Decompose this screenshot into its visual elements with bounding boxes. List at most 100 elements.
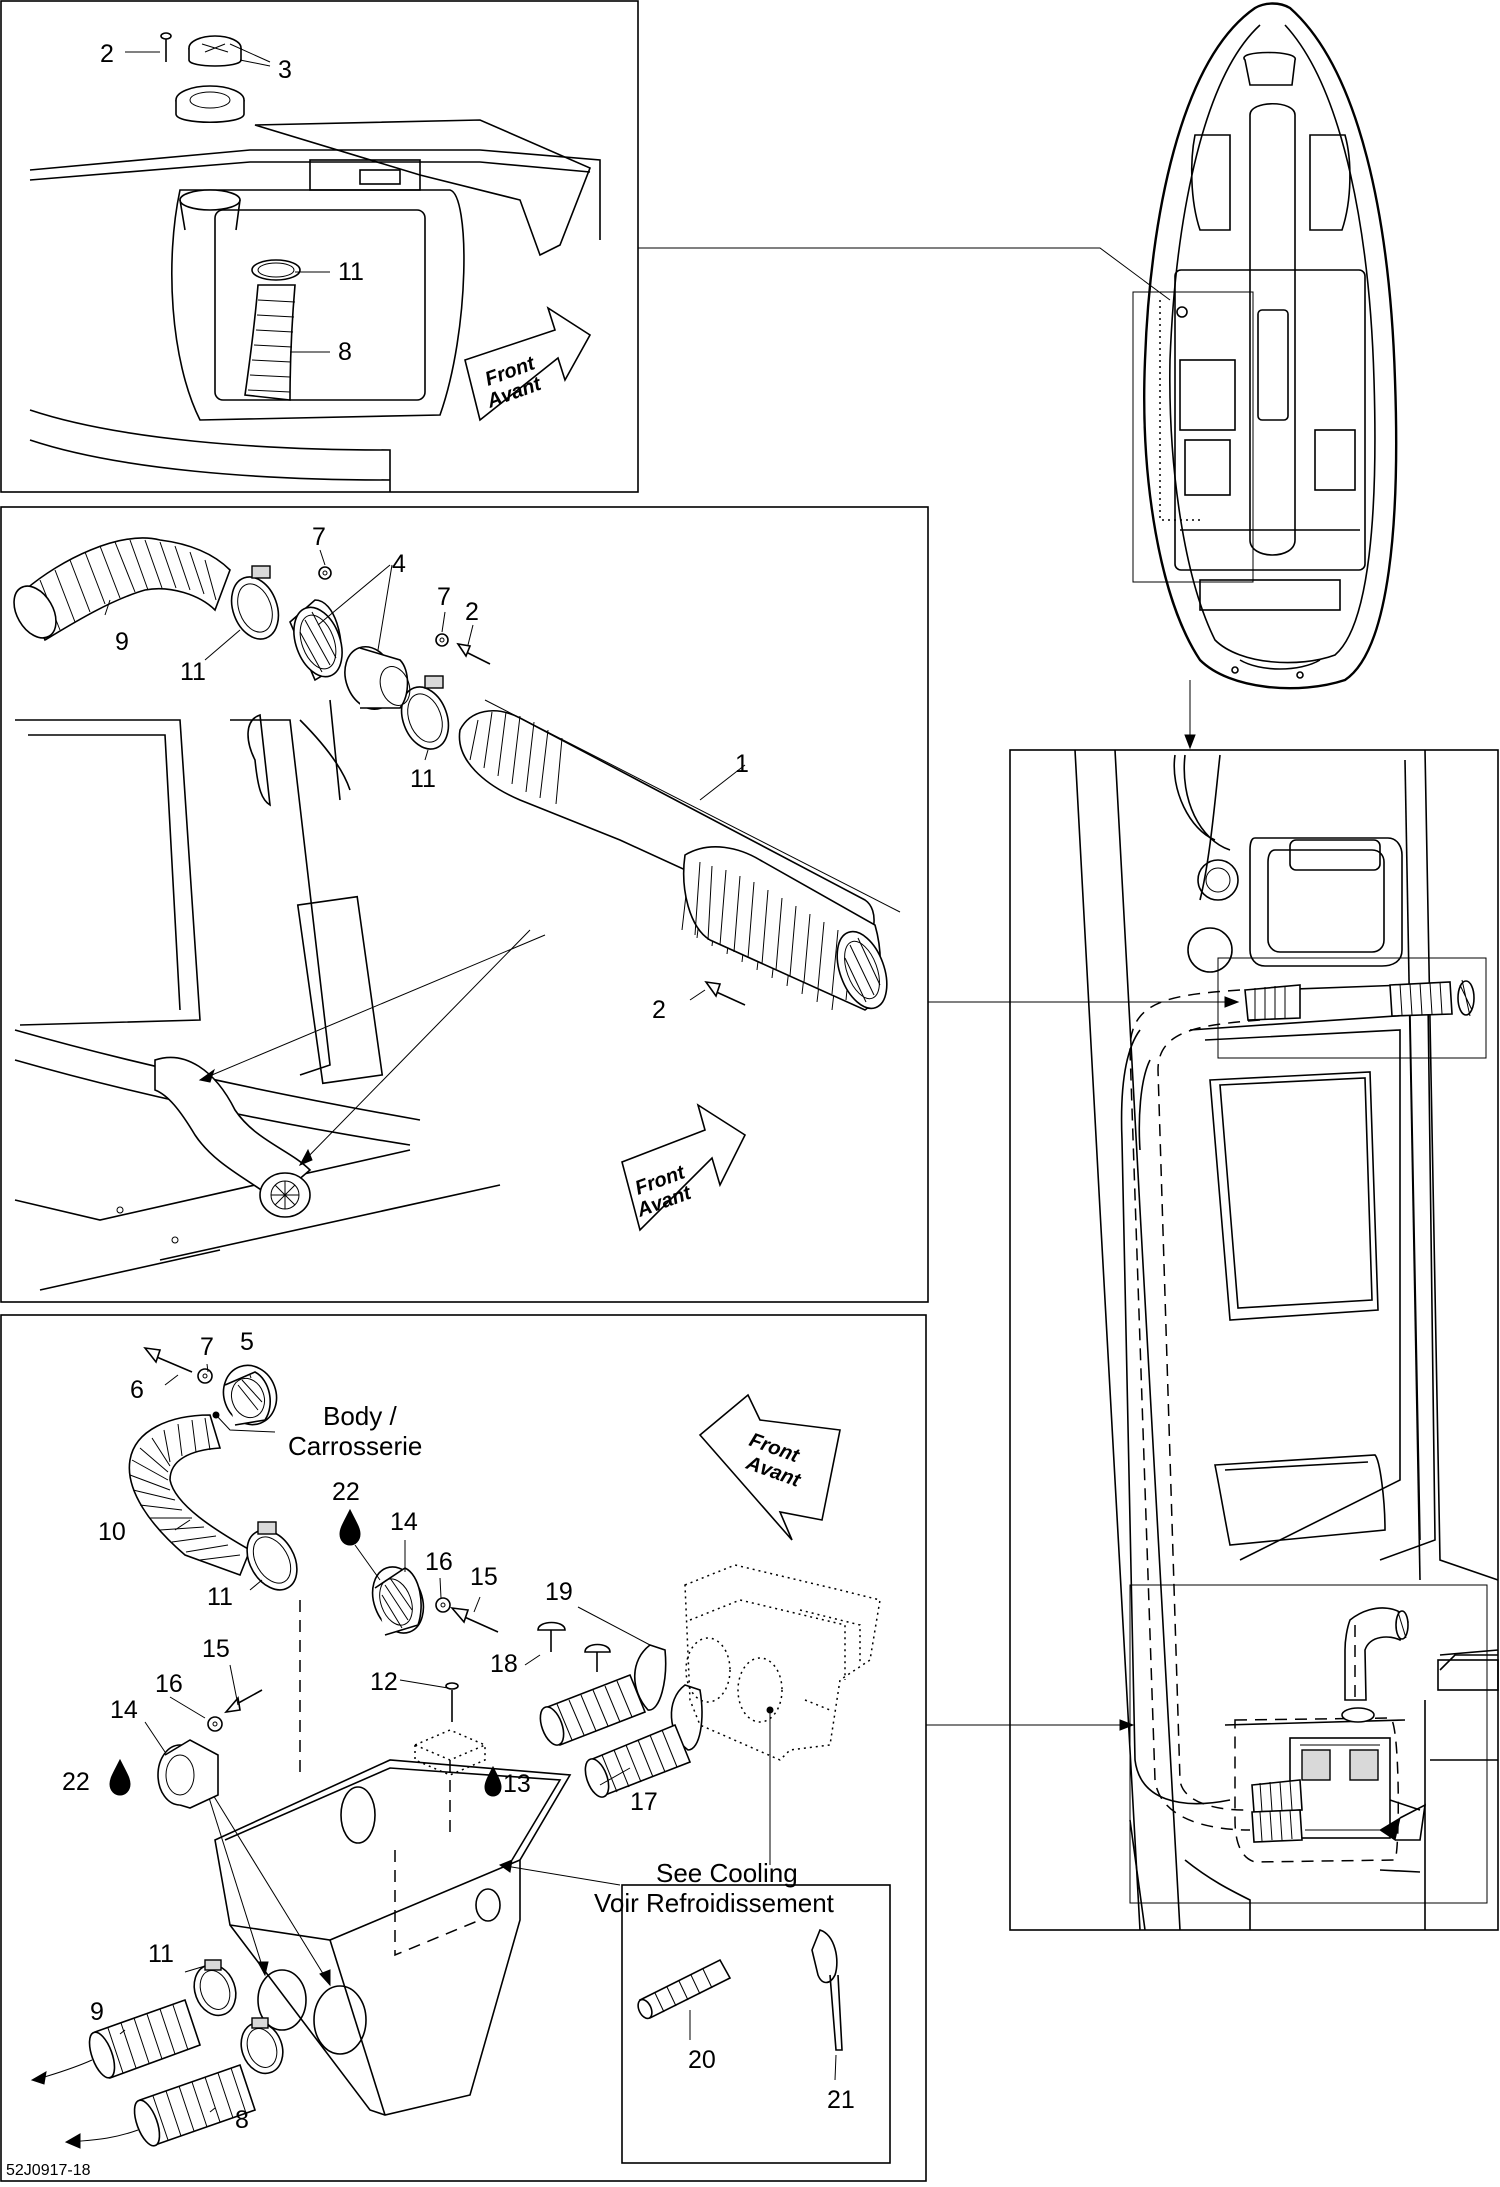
note-body-line2: Carrosserie [288, 1431, 422, 1461]
note-cooling-line2: Voir Refroidissement [594, 1888, 835, 1918]
callout-11-bot-b: 11 [148, 1940, 174, 1968]
panel-middle [0, 506, 929, 1303]
rivet-18-a [537, 1621, 566, 1652]
clamp-11-b [400, 675, 450, 750]
hose-9-bottom [88, 1998, 202, 2080]
callout-11-top: 11 [338, 258, 364, 286]
connector-middle-arrow [1224, 996, 1240, 1008]
callout-16-bot-b: 16 [155, 1670, 183, 1698]
callout-8-bot: 8 [235, 2106, 249, 2134]
vent-5 [222, 1364, 278, 1426]
clamp-11-a [230, 565, 280, 640]
callout-1-mid: 1 [735, 750, 749, 778]
screw-15-b [224, 1689, 263, 1714]
callout-22-bot-b: 22 [62, 1768, 90, 1796]
clamp-11-bottom-b [193, 1959, 237, 2017]
callout-2-mid-a: 2 [465, 598, 479, 626]
screw-12 [445, 1682, 459, 1722]
drop-icon-22-b [109, 1758, 131, 1796]
parts-inset-box [621, 1884, 891, 2164]
callout-2-mid-b: 2 [652, 996, 666, 1024]
callout-9-bot: 9 [90, 1998, 104, 2026]
cable-tie-21 [811, 1929, 843, 2051]
notes: Body / Carrosserie See Cooling Voir Refr… [288, 1401, 835, 1918]
watercraft-top-view [1132, 2, 1398, 690]
cable-tie-19-b [670, 1684, 703, 1751]
callout-21-bot: 21 [827, 2086, 855, 2114]
panel-2-artwork [13, 537, 901, 1291]
note-body-line1: Body / [323, 1401, 397, 1431]
hose-8-top [244, 259, 301, 401]
elbow-duct [154, 1056, 312, 1218]
callout-5-bot: 5 [240, 1328, 254, 1356]
vent-4-a [289, 599, 343, 682]
callout-20-bot: 20 [688, 2046, 716, 2074]
callout-14-bot-a: 14 [390, 1508, 418, 1536]
cooling-unit-outline [684, 1564, 881, 1865]
clamp-11-bottom-c [240, 2017, 284, 2075]
front-arrow-2 [621, 1103, 747, 1232]
connector-lines [638, 247, 1240, 1731]
washer-16-a [435, 1597, 451, 1613]
washer-7-a [318, 566, 332, 580]
washer-7-bottom [197, 1368, 213, 1384]
screw-2-top [160, 32, 172, 62]
callout-13-bot: 13 [503, 1770, 531, 1798]
callout-19-bot: 19 [545, 1578, 573, 1606]
panel-top-left [0, 0, 639, 493]
callout-11-bot-a: 11 [207, 1583, 233, 1611]
callout-15-bot-a: 15 [470, 1563, 498, 1591]
callout-9-mid: 9 [115, 628, 129, 656]
vent-4-b [344, 646, 411, 710]
callout-17-bot: 17 [630, 1788, 658, 1816]
screw-15-a [450, 1606, 499, 1633]
callout-11-mid-b: 11 [410, 765, 436, 793]
panel-right-detail [1009, 749, 1499, 1931]
callout-4-mid: 4 [392, 550, 406, 578]
front-arrow-3 [698, 1393, 841, 1541]
callout-7-bot: 7 [200, 1333, 214, 1361]
panel-bottom [0, 1314, 927, 2182]
vent-14-b [157, 1739, 219, 1809]
washer-16-b [207, 1716, 223, 1732]
connector-top [638, 247, 1171, 301]
rivet-18-b [584, 1643, 611, 1672]
callout-3-top: 3 [278, 56, 292, 84]
screw-6 [143, 1346, 193, 1373]
callout-11-mid-a: 11 [180, 658, 206, 686]
callout-16-bot-a: 16 [425, 1548, 453, 1576]
drop-icon-13 [484, 1765, 502, 1797]
cap-3 [175, 35, 245, 124]
sleeve-20 [637, 1958, 732, 2020]
washer-7-b [435, 633, 449, 647]
callout-18-bot: 18 [490, 1650, 518, 1678]
callout-8-top: 8 [338, 338, 352, 366]
screw-2-mid-a [456, 642, 491, 665]
right-detail-artwork [1074, 749, 1499, 1931]
clamp-11-bottom-a [246, 1521, 298, 1591]
callout-12-bot: 12 [370, 1668, 398, 1696]
callout-7-mid-b: 7 [437, 583, 451, 611]
figure-code: 52J0917-18 [6, 2162, 91, 2179]
drop-icon-22-a [339, 1508, 361, 1546]
panel-1-artwork [29, 32, 601, 492]
callout-numbers: 2 3 11 8 7 4 7 2 9 11 11 1 2 7 5 6 10 11… [62, 40, 855, 2134]
callout-15-bot-b: 15 [202, 1635, 230, 1663]
hose-17-b [584, 1723, 692, 1798]
panel-3-artwork [30, 1346, 881, 2149]
callout-7-mid-a: 7 [312, 523, 326, 551]
note-cooling-line1: See Cooling [656, 1858, 798, 1888]
callout-14-bot-b: 14 [110, 1696, 138, 1724]
hose-9-middle [13, 537, 231, 642]
hose-17-a [539, 1673, 647, 1747]
hose-10 [128, 1414, 252, 1577]
front-arrow-1 [464, 306, 592, 422]
screw-2-mid-b [704, 980, 746, 1006]
callout-2-top: 2 [100, 40, 114, 68]
cable-tie-19-a [633, 1644, 667, 1711]
hose-8-bottom [133, 2063, 257, 2147]
connector-down-arrow [1184, 734, 1196, 750]
